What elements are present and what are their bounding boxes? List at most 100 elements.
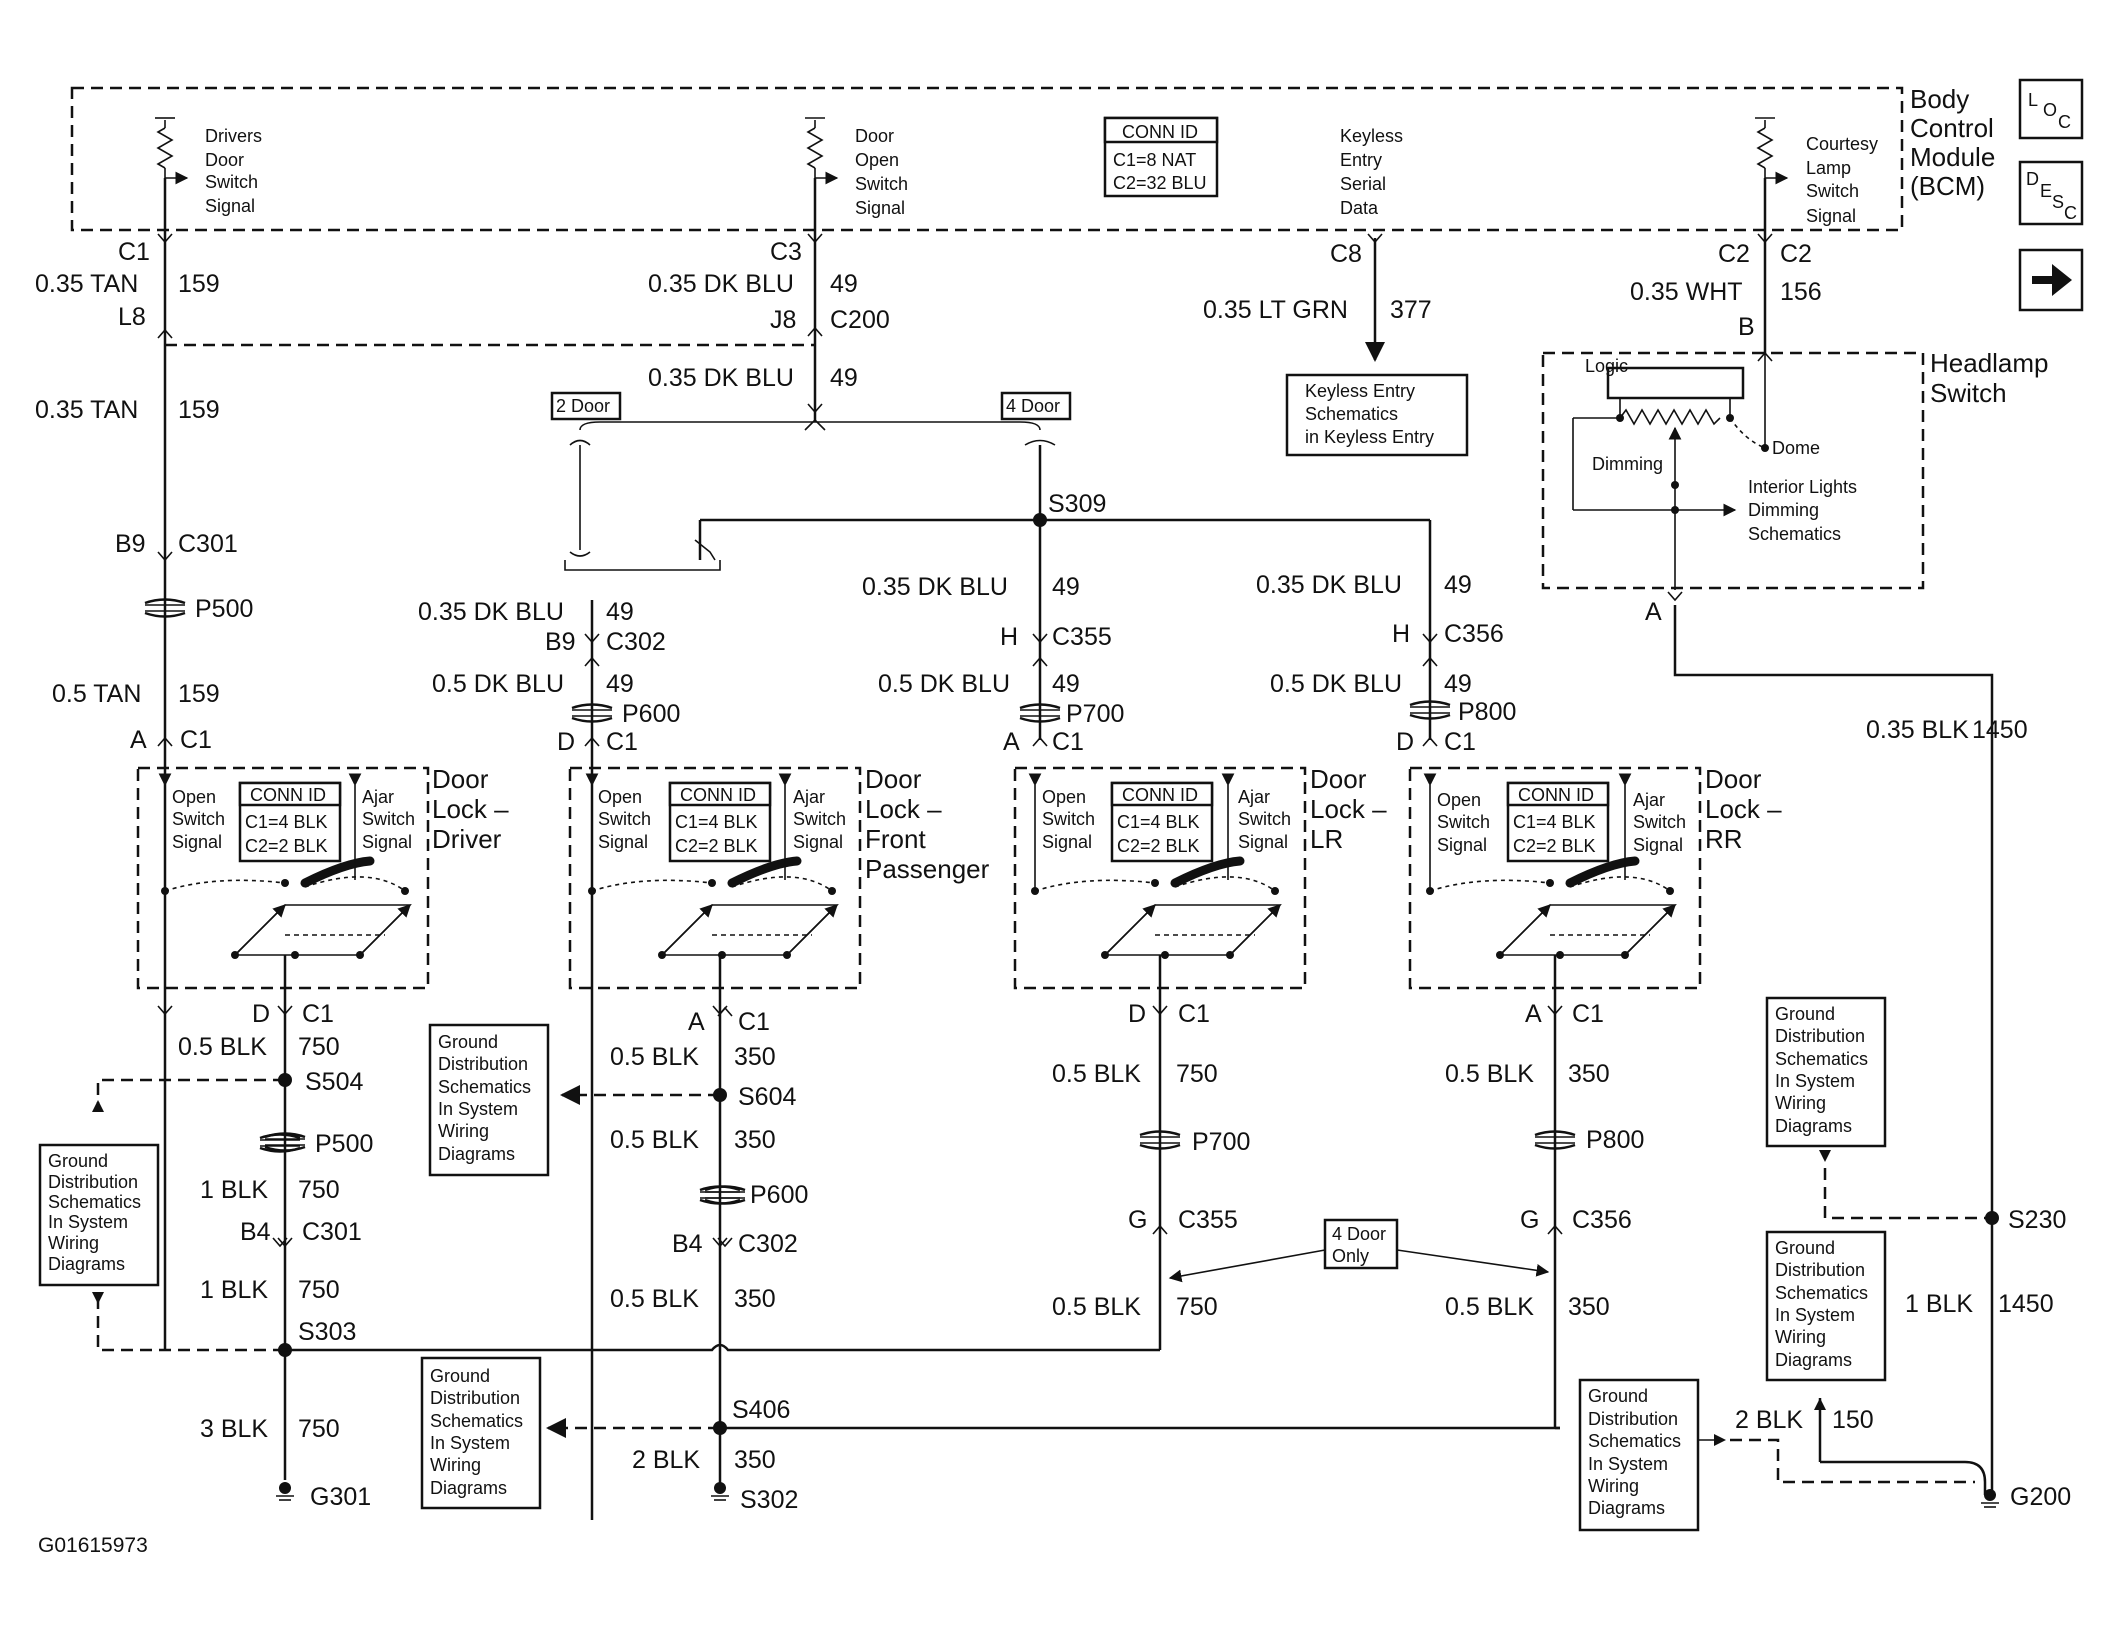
svg-text:In System: In System bbox=[1775, 1305, 1855, 1325]
svg-text:Ajar: Ajar bbox=[793, 787, 825, 807]
svg-text:377: 377 bbox=[1390, 296, 1432, 324]
svg-text:S: S bbox=[2052, 192, 2064, 212]
svg-text:D: D bbox=[2026, 169, 2039, 189]
svg-text:C1: C1 bbox=[1572, 1000, 1604, 1028]
ground-ref-left[interactable]: Ground Distribution Schematics In System… bbox=[38, 1143, 160, 1287]
ground-ref-right-upper[interactable]: Ground Distribution Schematics In System… bbox=[1765, 996, 1887, 1148]
svg-text:Diagrams: Diagrams bbox=[430, 1478, 507, 1498]
next-arrow-icon[interactable] bbox=[2018, 248, 2084, 312]
svg-text:49: 49 bbox=[1052, 670, 1080, 698]
svg-text:Distribution: Distribution bbox=[438, 1054, 528, 1074]
svg-text:0.5 BLK: 0.5 BLK bbox=[610, 1043, 699, 1071]
svg-text:Only: Only bbox=[1332, 1246, 1369, 1266]
svg-text:49: 49 bbox=[1444, 571, 1472, 599]
svg-text:Serial: Serial bbox=[1340, 174, 1386, 194]
svg-text:S406: S406 bbox=[732, 1396, 790, 1424]
svg-text:S302: S302 bbox=[740, 1486, 798, 1514]
svg-text:C302: C302 bbox=[606, 628, 666, 656]
svg-text:Distribution: Distribution bbox=[430, 1388, 520, 1408]
svg-text:in Keyless Entry: in Keyless Entry bbox=[1305, 427, 1434, 447]
svg-text:G: G bbox=[1128, 1206, 1147, 1234]
svg-text:RR: RR bbox=[1705, 824, 1743, 854]
svg-text:CONN ID: CONN ID bbox=[1518, 785, 1594, 805]
svg-text:2 Door: 2 Door bbox=[556, 396, 610, 416]
svg-text:Ground: Ground bbox=[1775, 1004, 1835, 1024]
svg-text:S230: S230 bbox=[2008, 1206, 2066, 1234]
svg-text:Schematics: Schematics bbox=[1305, 404, 1398, 424]
svg-text:Schematics: Schematics bbox=[430, 1411, 523, 1431]
svg-text:Switch: Switch bbox=[1806, 181, 1859, 201]
svg-text:0.5 BLK: 0.5 BLK bbox=[1445, 1060, 1534, 1088]
figure-id: G01615973 bbox=[38, 1534, 148, 1557]
svg-text:C1: C1 bbox=[1178, 1000, 1210, 1028]
svg-text:350: 350 bbox=[1568, 1060, 1610, 1088]
svg-text:Ajar: Ajar bbox=[1633, 790, 1665, 810]
svg-text:0.5 BLK: 0.5 BLK bbox=[1445, 1293, 1534, 1321]
svg-text:Entry: Entry bbox=[1340, 150, 1382, 170]
svg-text:C1: C1 bbox=[118, 238, 150, 266]
svg-text:Wiring: Wiring bbox=[1588, 1476, 1639, 1496]
svg-text:C2: C2 bbox=[1780, 240, 1812, 268]
svg-text:0.5 BLK: 0.5 BLK bbox=[1052, 1293, 1141, 1321]
svg-text:CONN ID: CONN ID bbox=[680, 785, 756, 805]
svg-text:Switch: Switch bbox=[1633, 812, 1686, 832]
svg-text:C200: C200 bbox=[830, 306, 890, 334]
svg-text:49: 49 bbox=[606, 598, 634, 626]
svg-text:C1: C1 bbox=[1052, 728, 1084, 756]
svg-text:C1=4 BLK: C1=4 BLK bbox=[1513, 812, 1596, 832]
svg-text:L8: L8 bbox=[118, 303, 146, 331]
svg-text:Ground: Ground bbox=[1775, 1238, 1835, 1258]
ground-ref-right-lower[interactable]: Ground Distribution Schematics In System… bbox=[1765, 1230, 1887, 1382]
option-2-door: 2 Door bbox=[550, 391, 622, 421]
svg-text:Passenger: Passenger bbox=[865, 854, 990, 884]
svg-text:E: E bbox=[2040, 181, 2052, 201]
svg-text:C1: C1 bbox=[1444, 728, 1476, 756]
svg-text:C356: C356 bbox=[1444, 620, 1504, 648]
ground-ref-mid-upper[interactable]: Ground Distribution Schematics In System… bbox=[428, 1023, 550, 1177]
svg-text:Schematics: Schematics bbox=[48, 1192, 141, 1212]
svg-text:1 BLK: 1 BLK bbox=[1905, 1290, 1973, 1318]
svg-text:(BCM): (BCM) bbox=[1910, 171, 1985, 201]
svg-text:Logic: Logic bbox=[1585, 356, 1628, 376]
svg-text:Dome: Dome bbox=[1772, 438, 1820, 458]
svg-text:Diagrams: Diagrams bbox=[1588, 1498, 1665, 1518]
svg-text:Lock –: Lock – bbox=[1705, 794, 1782, 824]
svg-text:Distribution: Distribution bbox=[1775, 1260, 1865, 1280]
svg-text:0.35 TAN: 0.35 TAN bbox=[35, 396, 138, 424]
svg-text:Door: Door bbox=[205, 150, 244, 170]
svg-text:Courtesy: Courtesy bbox=[1806, 134, 1878, 154]
svg-text:Distribution: Distribution bbox=[48, 1172, 138, 1192]
svg-text:C355: C355 bbox=[1052, 623, 1112, 651]
svg-text:49: 49 bbox=[830, 270, 858, 298]
svg-text:L: L bbox=[2028, 90, 2038, 110]
svg-text:Schematics: Schematics bbox=[1748, 524, 1841, 544]
svg-text:0.35 DK BLU: 0.35 DK BLU bbox=[418, 598, 564, 626]
svg-text:0.35 DK BLU: 0.35 DK BLU bbox=[648, 270, 794, 298]
svg-text:4 Door: 4 Door bbox=[1006, 396, 1060, 416]
svg-text:A: A bbox=[688, 1008, 705, 1036]
keyless-entry-ref[interactable]: Keyless Entry Schematics in Keyless Entr… bbox=[1285, 373, 1469, 457]
svg-text:Keyless: Keyless bbox=[1340, 126, 1403, 146]
svg-text:B9: B9 bbox=[115, 530, 146, 558]
svg-text:C1=4 BLK: C1=4 BLK bbox=[245, 812, 328, 832]
svg-text:Diagrams: Diagrams bbox=[1775, 1350, 1852, 1370]
svg-text:In System: In System bbox=[1588, 1454, 1668, 1474]
svg-text:Dimming: Dimming bbox=[1592, 454, 1663, 474]
svg-text:C1=4 BLK: C1=4 BLK bbox=[675, 812, 758, 832]
ground-ref-mid-lower[interactable]: Ground Distribution Schematics In System… bbox=[420, 1356, 542, 1510]
svg-text:Door: Door bbox=[855, 126, 894, 146]
svg-text:G200: G200 bbox=[2010, 1483, 2071, 1511]
ground-ref-bottom-right[interactable]: Ground Distribution Schematics In System… bbox=[1578, 1378, 1700, 1532]
svg-text:In System: In System bbox=[48, 1212, 128, 1232]
headlamp-switch-box bbox=[1541, 351, 1925, 590]
svg-text:H: H bbox=[1000, 623, 1018, 651]
svg-text:Open: Open bbox=[1437, 790, 1481, 810]
svg-text:Lock –: Lock – bbox=[865, 794, 942, 824]
door-lock-lr: Open Switch Signal CONN ID C1=4 BLK C2=2… bbox=[1013, 764, 1387, 990]
svg-text:Signal: Signal bbox=[1238, 832, 1288, 852]
svg-text:Ground: Ground bbox=[430, 1366, 490, 1386]
svg-text:Open: Open bbox=[855, 150, 899, 170]
svg-text:Signal: Signal bbox=[1633, 835, 1683, 855]
